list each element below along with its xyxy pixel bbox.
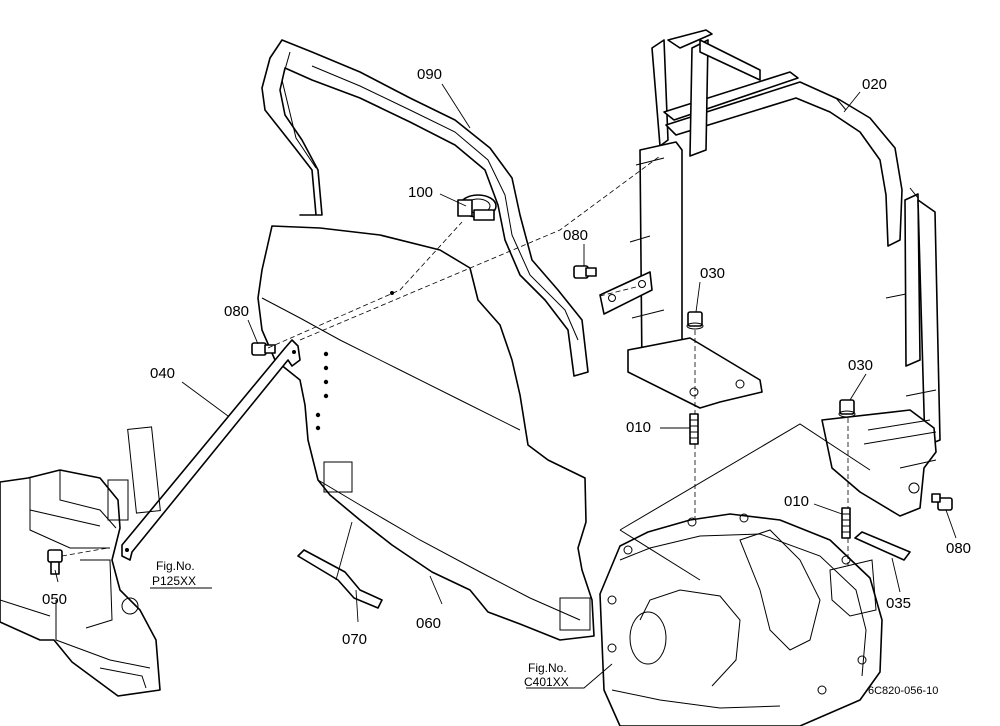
callout-080-left: 080 xyxy=(224,303,249,320)
callout-020: 020 xyxy=(862,76,887,93)
part-060-side-plate xyxy=(257,225,595,641)
stud-010-upper xyxy=(689,413,699,445)
nut-030-upper xyxy=(686,311,704,330)
part-090-guard-frame xyxy=(261,39,589,377)
assembly-center-lines xyxy=(61,155,849,566)
callout-040: 040 xyxy=(150,365,175,382)
figref-bottom-line2: C401XX xyxy=(524,675,569,689)
figref-left-line2: P125XX xyxy=(152,574,196,588)
callout-035: 035 xyxy=(886,595,911,612)
callout-080-lower-right: 080 xyxy=(946,540,971,557)
callout-070: 070 xyxy=(342,631,367,648)
callout-030-lower: 030 xyxy=(848,357,873,374)
part-040-stay xyxy=(121,339,301,561)
bolt-080-left xyxy=(251,342,276,356)
bolt-080-upper-right xyxy=(573,265,597,279)
callout-090: 090 xyxy=(417,66,442,83)
leader-lines xyxy=(54,83,957,689)
callout-010-lower: 010 xyxy=(784,493,809,510)
part-070-strip xyxy=(297,549,383,609)
bolt-080-lower-right xyxy=(931,493,953,511)
figref-bottom-line1: Fig.No. xyxy=(528,661,567,675)
callout-060: 060 xyxy=(416,615,441,632)
callout-080-upper-right: 080 xyxy=(563,227,588,244)
reference-box-lines xyxy=(619,423,871,581)
drawing-code: 6C820-056-10 xyxy=(868,685,938,697)
left-frame-base xyxy=(0,426,161,697)
pin-035 xyxy=(854,531,911,561)
part-020-support-frame xyxy=(599,29,941,517)
transmission-housing xyxy=(599,513,883,726)
callout-100: 100 xyxy=(408,184,433,201)
part-100-clamp xyxy=(457,194,497,221)
callout-050: 050 xyxy=(42,591,67,608)
callout-030-upper: 030 xyxy=(700,265,725,282)
figref-left-line1: Fig.No. xyxy=(156,559,195,573)
nut-030-lower xyxy=(838,399,856,418)
stud-010-lower xyxy=(841,507,851,539)
callout-010-upper: 010 xyxy=(626,419,651,436)
